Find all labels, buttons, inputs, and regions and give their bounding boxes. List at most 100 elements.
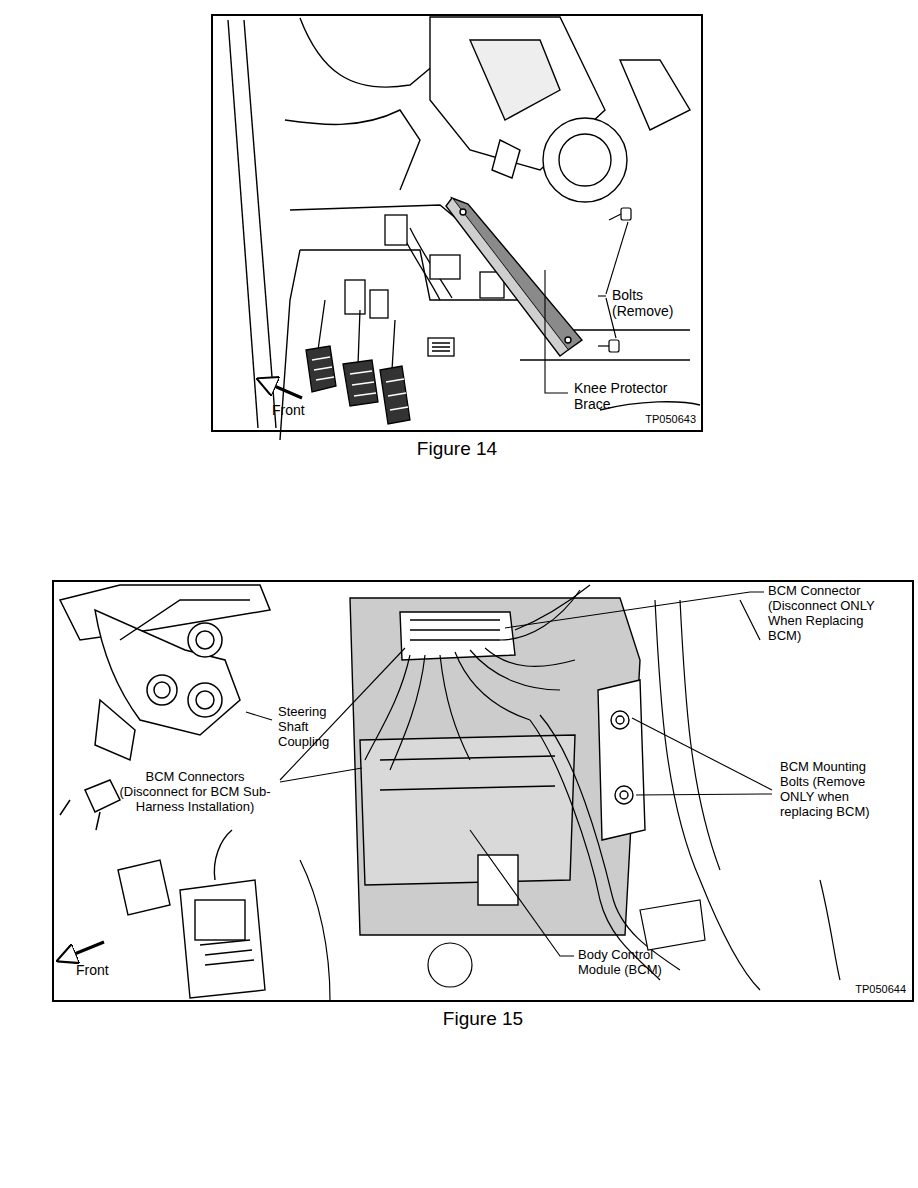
part-label: BCM Mounting Bolts (Remove ONLY when rep… <box>780 760 884 820</box>
wire-bundle <box>390 655 425 770</box>
knee-protector-brace <box>452 198 582 350</box>
bcm-bracket <box>611 711 629 729</box>
pedals <box>380 366 410 424</box>
bcm-panel <box>380 756 555 790</box>
steering-shaft-coupling <box>154 682 170 698</box>
pedals <box>343 360 378 406</box>
bcm-panel <box>360 735 575 885</box>
figure-code: TP050643 <box>620 413 696 426</box>
knee-protector-brace <box>446 198 568 356</box>
wire-bundle <box>470 650 560 690</box>
lower-connector <box>200 940 254 965</box>
knee-protector-brace <box>446 198 582 356</box>
pedals <box>306 300 410 424</box>
steering-column <box>620 60 690 130</box>
leader-line <box>598 295 606 296</box>
wire-harness <box>345 280 365 314</box>
part-label: Body Control Module (BCM) <box>578 948 688 978</box>
steering-shaft-coupling <box>196 691 214 709</box>
knee-protector-brace <box>460 209 466 215</box>
bolt <box>598 345 609 346</box>
wire-bundle <box>485 648 575 666</box>
dash-panel <box>228 20 258 428</box>
lower-connector <box>180 880 265 998</box>
pedals <box>306 346 336 392</box>
bolt <box>609 340 619 352</box>
wire-harness <box>370 290 388 318</box>
background-structure <box>428 943 472 987</box>
leader-line <box>470 830 574 956</box>
front-arrow <box>72 942 104 955</box>
leader-line <box>246 712 272 720</box>
pedals <box>312 357 334 380</box>
wire-bundle <box>640 900 705 950</box>
bcm-bracket <box>616 716 624 724</box>
steering-shaft-coupling <box>60 800 100 830</box>
steering-shaft-coupling <box>147 675 177 705</box>
front-arrow <box>272 385 302 398</box>
steering-shaft-coupling <box>95 700 135 760</box>
steering-column <box>543 118 627 202</box>
figure-caption: Figure 14 <box>213 438 701 460</box>
steering-shaft-coupling <box>196 631 214 649</box>
lower-connector <box>118 860 170 915</box>
pedals <box>386 379 408 410</box>
steering-shaft-coupling <box>188 683 222 717</box>
bcm-panel <box>400 612 515 660</box>
leader-line <box>505 592 764 628</box>
steering-shaft-coupling <box>120 600 250 640</box>
steering-shaft-coupling <box>85 780 120 812</box>
dash-panel <box>244 20 276 428</box>
wire-bundle <box>680 600 720 870</box>
dash-panel <box>290 205 470 230</box>
lower-connector <box>195 900 245 940</box>
vent <box>428 338 454 356</box>
figure-caption: Figure 15 <box>54 1008 912 1030</box>
dash-panel <box>285 110 420 190</box>
bolt <box>598 208 631 352</box>
bcm-bracket <box>598 680 645 840</box>
bolt <box>609 214 621 220</box>
steering-column <box>470 40 560 120</box>
leader-line <box>636 794 772 795</box>
wire-bundle <box>440 655 470 760</box>
figure-frame: Figure 14 <box>211 14 703 432</box>
leader-line <box>246 592 772 956</box>
part-label: Knee Protector Brace <box>574 380 684 412</box>
knee-protector-brace <box>565 337 571 343</box>
part-label: BCM Connectors (Disconnect for BCM Sub-H… <box>112 770 278 815</box>
front-arrow <box>72 942 104 955</box>
dash-panel <box>600 402 700 410</box>
lower-connector <box>214 830 232 880</box>
background-structure <box>300 860 330 1000</box>
leader-line <box>545 270 568 393</box>
wire-bundle <box>515 585 590 630</box>
direction-label: Front <box>272 402 322 418</box>
front-arrow <box>272 385 302 398</box>
leader-line <box>606 222 628 294</box>
vent <box>428 338 454 356</box>
lower-connector <box>118 830 265 998</box>
bcm-bracket <box>598 680 645 840</box>
wire-harness <box>430 255 460 279</box>
part-label: Bolts (Remove) <box>612 287 684 319</box>
bcm-bracket <box>620 791 628 799</box>
background-structure <box>300 600 840 1000</box>
pedals <box>350 371 376 396</box>
part-label: BCM Connector (Disconnect ONLY When Repl… <box>768 584 884 644</box>
wire-bundle <box>365 655 410 760</box>
steering-shaft-coupling <box>188 623 222 657</box>
dash-panel <box>228 18 700 440</box>
leader-line <box>632 718 772 790</box>
steering-shaft-coupling <box>60 585 270 640</box>
bcm-panel <box>410 620 500 640</box>
vent <box>432 343 450 351</box>
bcm-panel <box>478 855 518 905</box>
wire-harness <box>385 215 407 245</box>
dash-panel <box>300 18 440 87</box>
wire-bundle <box>455 652 530 720</box>
steering-column <box>492 140 520 178</box>
leader-line <box>280 768 362 782</box>
part-label: Steering Shaft Coupling <box>278 705 340 750</box>
wire-bundle <box>365 585 760 990</box>
